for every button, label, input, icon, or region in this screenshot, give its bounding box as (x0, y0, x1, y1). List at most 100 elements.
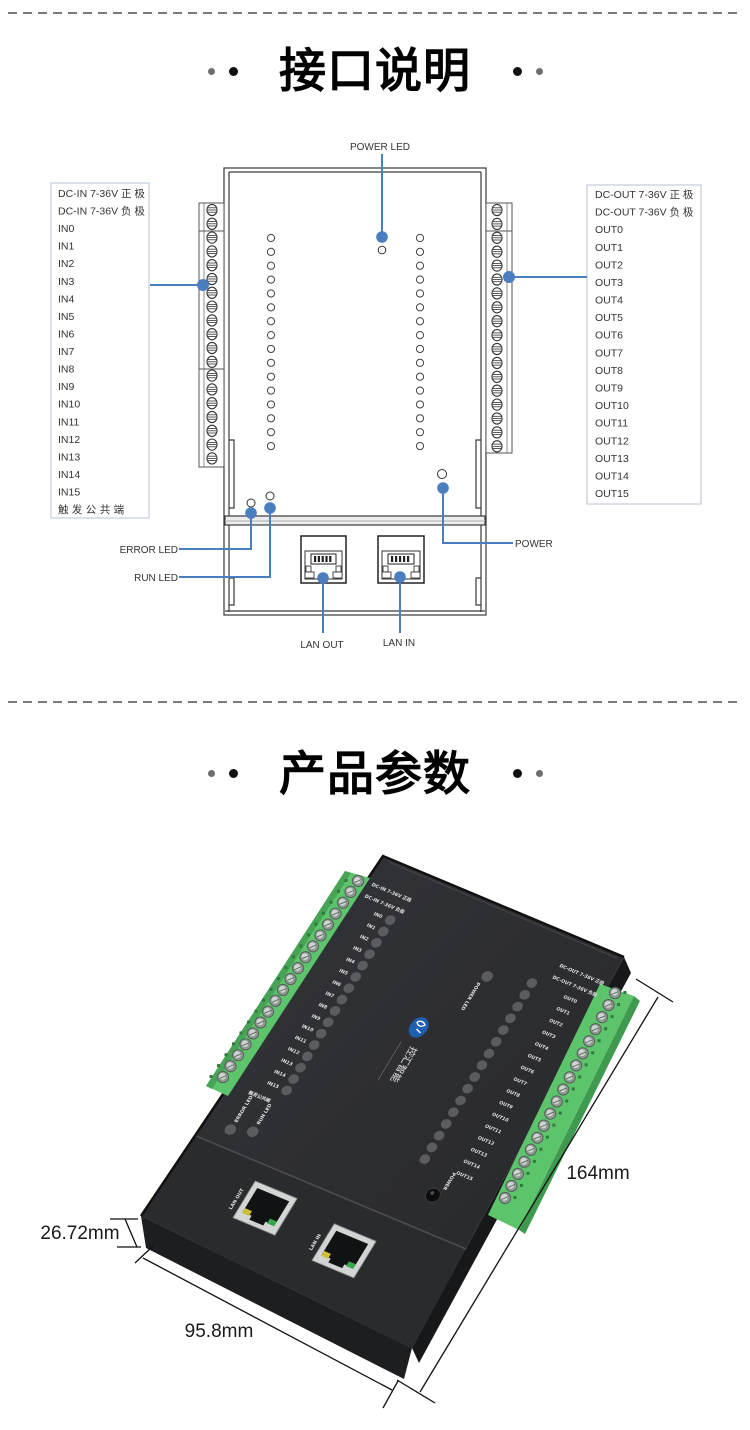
terminal-notch (292, 955, 295, 959)
enclosure-rail-right-upper (475, 439, 481, 509)
terminal-notch (307, 933, 310, 937)
photo-output-led (419, 1154, 431, 1164)
screw-slot (219, 1075, 227, 1079)
title-dot-right-inner (513, 67, 522, 76)
terminal-notch (604, 1027, 608, 1031)
input-label-box (50, 182, 150, 519)
terminal-screw (284, 962, 305, 975)
terminal-screw (491, 301, 503, 314)
photo-output-led (448, 1107, 459, 1118)
silk-output-label: OUT15 (455, 1170, 474, 1182)
terminal-screw (206, 231, 218, 244)
silk-input-label: IN13 (279, 1058, 293, 1068)
terminal-notch (344, 879, 348, 882)
rj45-pin (325, 556, 328, 562)
terminal-screw (491, 231, 503, 244)
photo-output-led (455, 1095, 466, 1106)
screw-slot (309, 944, 317, 949)
screw-slot (578, 1051, 587, 1056)
terminal-notch (519, 1183, 523, 1187)
input-led (266, 233, 276, 243)
output-terminal-screws (498, 986, 627, 1205)
input-led (266, 261, 276, 270)
power-led-indicator (377, 245, 387, 255)
terminal-notch (591, 1051, 595, 1055)
title-dot-left-inner (229, 769, 238, 778)
dimension-length: 164mm (566, 1163, 629, 1184)
input-terminal-label: IN8 (58, 364, 75, 376)
screw-slot (553, 1099, 561, 1104)
callout-lan-out: LAN OUT (300, 640, 343, 651)
terminal-notch (277, 977, 280, 980)
silk-output-label: OUT11 (483, 1123, 502, 1135)
screw-slot (316, 933, 325, 938)
dimension-height: 26.72mm (40, 1223, 119, 1244)
section-title-interface: 接口说明 (279, 44, 471, 99)
output-label-list: DC-OUT 7-36V 正 极DC-OUT 7-36V 负 极OUT0OUT1… (595, 188, 694, 500)
screw-slot (264, 1009, 272, 1014)
input-block-dot (197, 279, 209, 291)
input-terminal-label: IN0 (58, 223, 75, 235)
screw-slot (256, 1020, 265, 1025)
terminal-screw (206, 217, 218, 230)
screw-slot (294, 966, 302, 971)
silk-output-label: OUT0 (562, 994, 579, 1005)
photo-input-led (384, 915, 396, 925)
input-led (266, 317, 276, 326)
photo-input-led (377, 926, 389, 937)
enclosure-rail-left-upper (229, 439, 235, 509)
dimension-line (124, 1218, 138, 1248)
terminal-screw (206, 286, 218, 299)
terminal-notch (217, 1064, 220, 1068)
photo-lan-in-jack (311, 1223, 377, 1279)
rj45-pin (314, 556, 317, 562)
input-led (266, 414, 276, 423)
terminal-screw (491, 342, 503, 356)
input-led (266, 247, 276, 256)
output-terminal-strip (488, 984, 634, 1230)
dimension-tick (635, 978, 674, 1003)
dimension-height-marker (110, 1218, 141, 1248)
jack-led-yellow (242, 1208, 253, 1216)
photo-error-led (224, 1124, 237, 1135)
photo-output-led (476, 1060, 488, 1071)
terminal-notch (329, 900, 333, 904)
enclosure-rail-right-lower (475, 577, 481, 606)
terminal-screw (608, 986, 627, 1000)
screw-slot (301, 955, 310, 960)
power-button (424, 1187, 441, 1203)
terminal-block-body (485, 202, 513, 454)
photo-input-led (288, 1074, 299, 1084)
jack-led-yellow (321, 1250, 331, 1259)
photo-run-led (246, 1126, 259, 1137)
input-terminal-label: IN12 (58, 434, 80, 446)
terminal-screw (314, 918, 335, 931)
screw-slot (611, 991, 619, 995)
enclosure-rail-left-lower (229, 577, 235, 606)
callout-leaders (150, 154, 587, 633)
error-led-dot (245, 507, 257, 519)
terminal-screw (491, 426, 503, 439)
terminal-screw (206, 369, 218, 382)
terminal-screw (491, 245, 503, 258)
photo-output-led (497, 1025, 509, 1035)
device-lan-cover (141, 1136, 466, 1348)
silk-input-label: IN6 (331, 979, 343, 988)
input-terminal-label: IN5 (58, 311, 75, 323)
terminal-screw (206, 410, 218, 424)
photo-input-led (302, 1051, 313, 1062)
dimension-width-marker (134, 1245, 399, 1409)
screw-slot (286, 977, 295, 981)
terminal-screw (206, 383, 218, 396)
photo-output-led (512, 1001, 523, 1012)
silk-input-label: IN5 (338, 968, 349, 977)
jack-led-green (267, 1218, 277, 1227)
output-label-box (586, 184, 702, 505)
terminal-screw (254, 1005, 275, 1018)
power-led-dot (376, 231, 388, 243)
silk-input-label: IN7 (324, 991, 335, 1000)
callout-dots (197, 231, 515, 584)
title-dot-right-inner (513, 769, 522, 778)
output-terminal-label: OUT13 (595, 453, 629, 465)
dimension-line (142, 1257, 393, 1391)
